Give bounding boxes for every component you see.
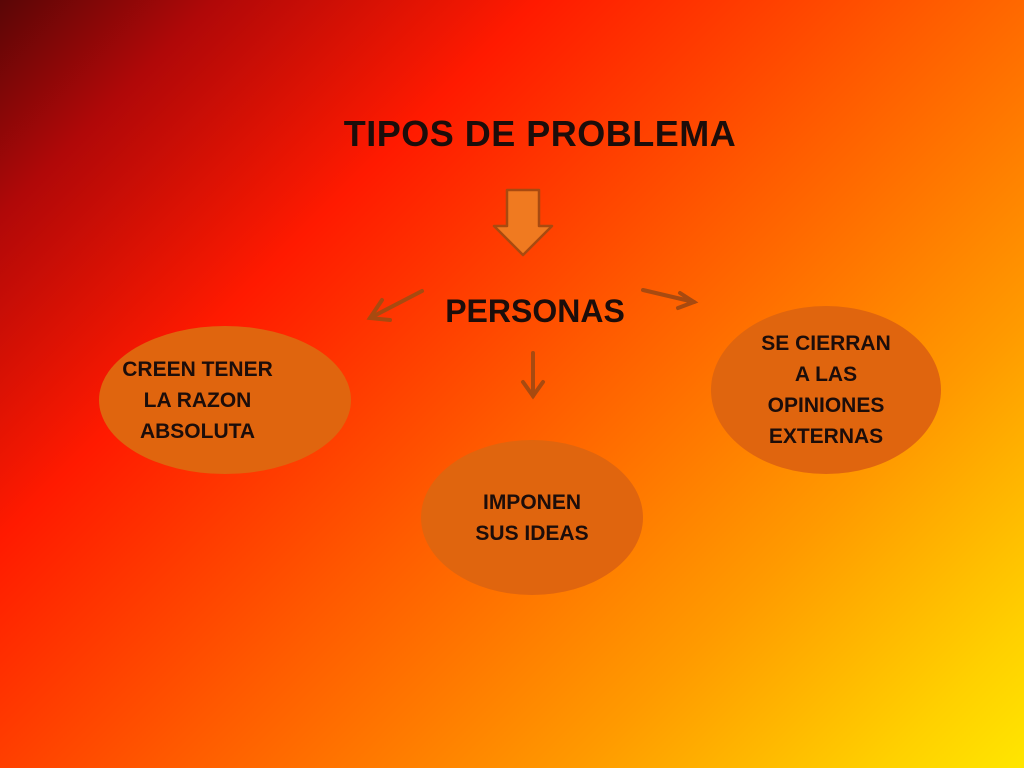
bubble-center: IMPONEN SUS IDEAS: [421, 440, 643, 595]
bubble-left: CREEN TENER LA RAZON ABSOLUTA: [99, 326, 351, 474]
center-concept: PERSONAS: [445, 293, 625, 329]
slide-title: TIPOS DE PROBLEMA: [343, 113, 737, 154]
bubble-left-text: CREEN TENER LA RAZON ABSOLUTA: [122, 357, 273, 443]
down-block-arrow-icon: [492, 188, 554, 257]
bubble-right: SE CIERRAN A LAS OPINIONES EXTERNAS: [711, 306, 941, 474]
arrow-down-icon: [521, 351, 545, 400]
bubble-right-text: SE CIERRAN A LAS OPINIONES EXTERNAS: [761, 332, 891, 448]
bubble-center-text: IMPONEN SUS IDEAS: [475, 490, 589, 545]
